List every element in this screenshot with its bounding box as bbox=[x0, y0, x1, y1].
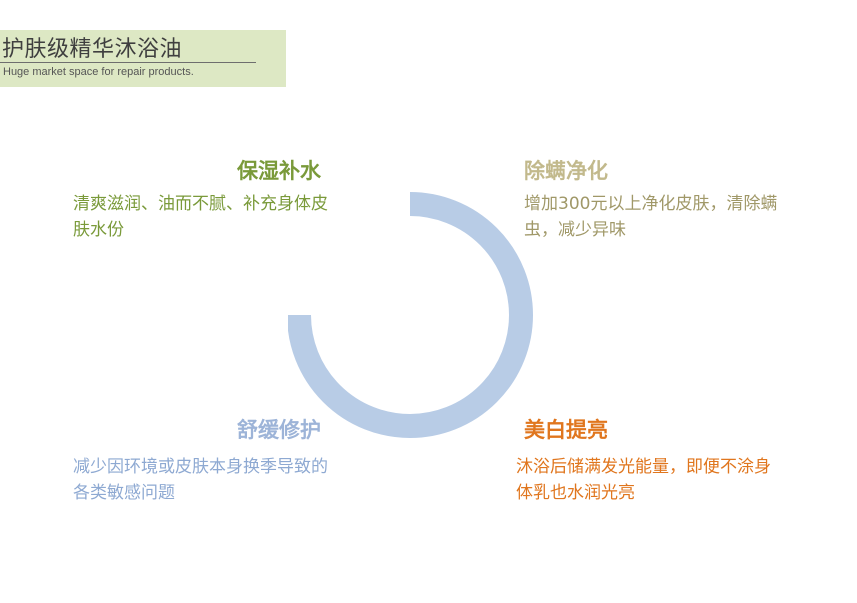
feature-desc-soothe: 减少因环境或皮肤本身换季导致的各类敏感问题 bbox=[73, 457, 328, 503]
header-band bbox=[0, 30, 286, 87]
feature-title-purify: 除螨净化 bbox=[524, 159, 608, 183]
feature-desc-purify: 增加300元以上净化皮肤，清除螨虫，减少异味 bbox=[524, 194, 778, 240]
feature-title-soothe: 舒缓修护 bbox=[237, 418, 321, 442]
page-title: 护肤级精华沐浴油 bbox=[2, 37, 183, 62]
feature-title-brighten: 美白提亮 bbox=[524, 418, 608, 442]
ring-arc bbox=[288, 192, 533, 438]
feature-desc-brighten: 沐浴后储满发光能量，即便不涂身体乳也水润光亮 bbox=[516, 457, 771, 503]
feature-desc-moisturize: 清爽滋润、油而不腻、补充身体皮肤水份 bbox=[73, 194, 328, 240]
ring-graphic bbox=[288, 192, 533, 438]
feature-title-moisturize: 保湿补水 bbox=[237, 159, 321, 183]
page-subtitle: Huge market space for repair products. bbox=[3, 66, 194, 78]
header-divider bbox=[0, 62, 256, 63]
